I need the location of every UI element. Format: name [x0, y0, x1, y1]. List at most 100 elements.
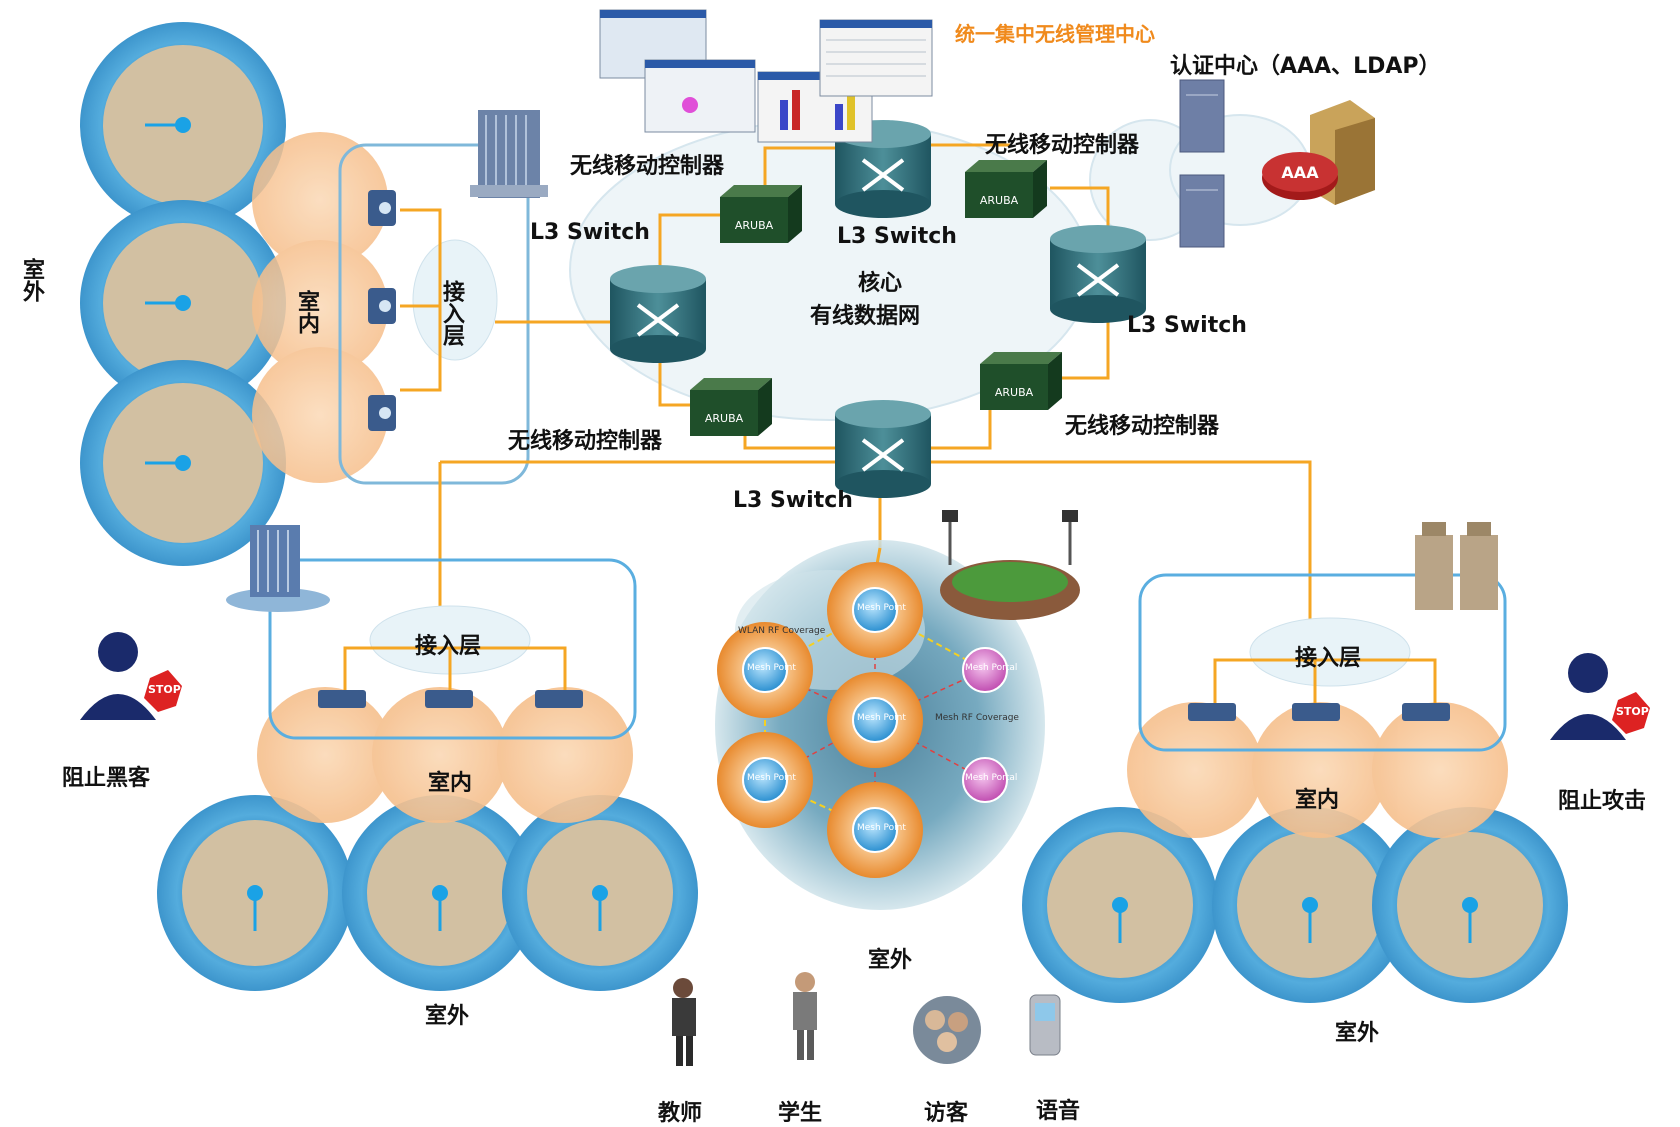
- mesh-portal-node: [962, 647, 1008, 693]
- outdoor-ring: [80, 22, 286, 228]
- access-point-icon: [368, 288, 396, 324]
- left-ap-links: [400, 208, 610, 392]
- aaa-badge: AAA: [1281, 163, 1319, 182]
- access-point-icon: [368, 395, 396, 431]
- controller-label: 无线移动控制器: [508, 429, 663, 454]
- switch-label: L3 Switch: [837, 224, 957, 249]
- mesh-point-node: [827, 782, 923, 878]
- stadium-icon: [940, 510, 1080, 620]
- access-point-icon: [535, 690, 583, 708]
- mesh-point-label: Mesh Point: [857, 603, 906, 613]
- stop-sign-label: STOP: [148, 683, 181, 696]
- controller-label: 无线移动控制器: [570, 154, 725, 179]
- access-point-icon: [318, 690, 366, 708]
- mesh-point-label: Mesh Point: [747, 773, 796, 783]
- twin-towers-icon: [1415, 522, 1498, 610]
- mobile-phone-icon: [1029, 994, 1061, 1056]
- switch-label: L3 Switch: [733, 488, 853, 513]
- l3-switch-icon: [1050, 225, 1146, 323]
- indoor-label: 室内: [1295, 788, 1340, 813]
- left-indoor-zone: [252, 132, 388, 483]
- mesh-wlan-rf-label: WLAN RF Coverage: [738, 626, 826, 636]
- controller-brand: ARUBA: [980, 194, 1019, 207]
- outdoor-label-left: 室外: [19, 258, 44, 302]
- left-access-frame: [338, 143, 530, 485]
- access-cloud: [1249, 617, 1411, 687]
- outdoor-label: 室外: [1335, 1021, 1380, 1046]
- bottom-left-outdoor: [157, 795, 698, 991]
- mesh-point-label: Mesh Point: [747, 663, 796, 673]
- office-building-icon: [470, 110, 548, 198]
- hacker-icon: [80, 632, 182, 720]
- wireless-controller-icon: ARUBA: [690, 378, 772, 436]
- bottom-left-access-frame: [268, 558, 637, 740]
- user-label-visitor: 访客: [924, 1101, 969, 1126]
- outdoor-label: 室外: [868, 948, 913, 973]
- bottom-right-ap-links: [1213, 658, 1437, 710]
- controller-brand: ARUBA: [735, 219, 774, 232]
- mesh-portal-node: [962, 757, 1008, 803]
- switch-label: L3 Switch: [1127, 313, 1247, 338]
- outdoor-ring: [1372, 807, 1568, 1003]
- indoor-label-left: 室内: [294, 290, 319, 334]
- management-center-title: 统一集中无线管理中心: [955, 22, 1155, 46]
- outdoor-ring: [1212, 807, 1408, 1003]
- l3-switch-icon: [610, 265, 706, 363]
- user-label-teacher: 教师: [658, 1101, 703, 1126]
- outdoor-ring: [80, 200, 286, 406]
- indoor-label: 室内: [428, 771, 473, 796]
- access-layer-label: 接入层: [415, 634, 482, 659]
- user-label-student: 学生: [778, 1101, 823, 1126]
- access-point-icon: [1188, 703, 1236, 721]
- management-console-screens: [599, 9, 933, 143]
- block-attack-label: 阻止攻击: [1558, 789, 1647, 814]
- controller-label: 无线移动控制器: [985, 133, 1140, 158]
- outdoor-ring: [80, 360, 286, 566]
- visitor-group-icon: [913, 996, 981, 1064]
- access-layer-label: 接入层: [439, 280, 464, 346]
- access-point-icon: [425, 690, 473, 708]
- core-label: 核心: [858, 271, 903, 296]
- block-hacker-label: 阻止黑客: [62, 766, 151, 791]
- access-point-icon: [1402, 703, 1450, 721]
- bottom-right-access-frame: [1138, 573, 1507, 752]
- mesh-portal-label: Mesh Portal: [965, 663, 1018, 673]
- left-outdoor-zone: [80, 22, 286, 566]
- switch-label: L3 Switch: [530, 220, 650, 245]
- mesh-point-label: Mesh Point: [857, 713, 906, 723]
- outdoor-label: 室外: [425, 1004, 470, 1029]
- building-icon: [226, 525, 330, 612]
- access-layer-label: 接入层: [1295, 646, 1362, 671]
- bottom-right-indoor: [1127, 702, 1508, 838]
- teacher-icon: [672, 978, 696, 1066]
- controller-brand: ARUBA: [705, 412, 744, 425]
- outdoor-ring: [342, 795, 538, 991]
- mesh-point-node: [717, 732, 813, 828]
- controller-label: 无线移动控制器: [1065, 414, 1220, 439]
- server-icon: [1179, 79, 1225, 248]
- l3-switch-icon: [835, 400, 931, 498]
- mesh-point-label: Mesh Point: [857, 823, 906, 833]
- left-access-cloud: [412, 239, 498, 361]
- mesh-network: [715, 540, 1045, 910]
- access-point-icon: [368, 190, 396, 226]
- outdoor-ring: [157, 795, 353, 991]
- mesh-rf-label: Mesh RF Coverage: [935, 713, 1019, 723]
- student-icon: [793, 972, 817, 1060]
- access-point-icon: [1292, 703, 1340, 721]
- hacker-icon: [1550, 653, 1650, 740]
- wireless-controller-icon: ARUBA: [980, 352, 1062, 410]
- wireless-controller-icon: ARUBA: [965, 160, 1047, 218]
- stop-sign-label: STOP: [1616, 705, 1649, 718]
- bottom-right-outdoor: [1022, 807, 1568, 1003]
- mesh-point-node: [717, 622, 813, 718]
- wireless-controller-icon: ARUBA: [720, 185, 802, 243]
- mesh-portal-label: Mesh Portal: [965, 773, 1018, 783]
- mesh-point-node: [827, 562, 923, 658]
- mesh-point-node: [827, 672, 923, 768]
- core-label-sub: 有线数据网: [810, 304, 921, 329]
- auth-center-label: 认证中心（AAA、LDAP）: [1170, 54, 1441, 79]
- outdoor-ring: [1022, 807, 1218, 1003]
- controller-brand: ARUBA: [995, 386, 1034, 399]
